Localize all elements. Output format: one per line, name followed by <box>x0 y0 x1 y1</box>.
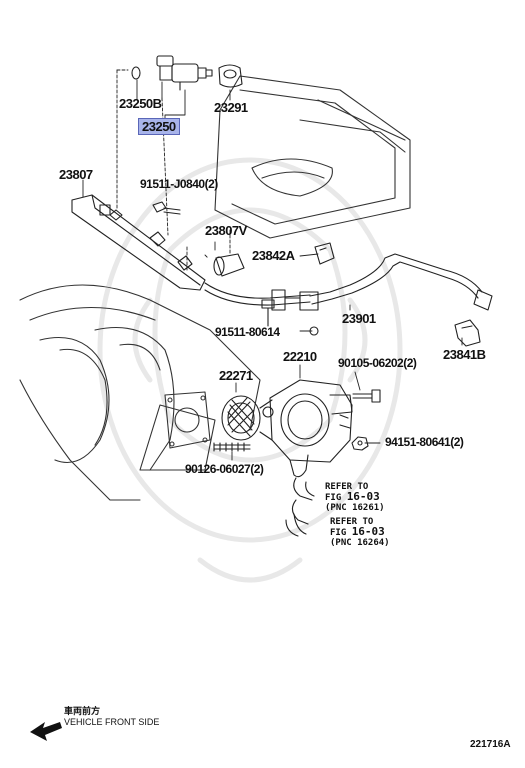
refer-line: REFER TO <box>325 482 369 492</box>
label-23842a[interactable]: 23842A <box>252 248 295 263</box>
front-arrow-icon <box>30 722 62 741</box>
refer-pnc: (PNC 16264) <box>330 538 390 548</box>
label-23250[interactable]: 23250 <box>138 118 180 135</box>
fuel-hose <box>271 253 493 311</box>
label-22210[interactable]: 22210 <box>283 349 317 364</box>
cylinder-head <box>214 75 411 239</box>
grommet <box>218 64 243 88</box>
label-23807[interactable]: 23807 <box>59 167 93 182</box>
refer-fig-number: 16-03 <box>351 525 385 538</box>
throttle-body <box>259 379 353 537</box>
fuel-injector <box>156 55 213 91</box>
front-label-jp: 車両前方 <box>64 706 101 716</box>
refer-pnc: (PNC 16261) <box>325 503 385 513</box>
gasket <box>221 395 261 441</box>
refer-fig: FIG <box>330 528 352 538</box>
clamp <box>314 242 335 265</box>
label-90126[interactable]: 90126-06027(2) <box>185 462 264 476</box>
stud-bolt <box>213 442 251 452</box>
intake-manifold <box>19 284 261 501</box>
diagram-code: 221716A <box>470 739 511 750</box>
refer-fig-number: 16-03 <box>346 490 380 503</box>
bolt-91511-80614 <box>261 299 319 336</box>
nut-94151 <box>351 436 369 451</box>
label-23807v[interactable]: 23807V <box>205 223 247 238</box>
cushion <box>213 253 245 277</box>
bolt-90105 <box>352 389 381 403</box>
refer-note-16261[interactable]: REFER TO FIG 16-03 (PNC 16261) <box>325 482 385 513</box>
label-23901[interactable]: 23901 <box>342 311 376 326</box>
fuel-delivery-pipe <box>71 194 311 306</box>
label-94151[interactable]: 94151-80641(2) <box>385 435 464 449</box>
label-23250b[interactable]: 23250B <box>119 96 162 111</box>
refer-note-16264[interactable]: REFER TO FIG 16-03 (PNC 16264) <box>330 517 390 548</box>
label-91511-80614[interactable]: 91511-80614 <box>215 325 280 339</box>
front-label-en: VEHICLE FRONT SIDE <box>64 717 160 727</box>
label-91511-j0840[interactable]: 91511-J0840(2) <box>140 177 218 191</box>
label-23291[interactable]: 23291 <box>214 100 248 115</box>
callout-lines <box>82 79 463 461</box>
label-22271[interactable]: 22271 <box>219 368 253 383</box>
label-90105[interactable]: 90105-06202(2) <box>338 356 417 370</box>
o-ring <box>131 66 141 80</box>
label-23841b[interactable]: 23841B <box>443 347 486 362</box>
clip <box>454 319 481 347</box>
refer-fig: FIG <box>325 493 347 503</box>
refer-line: REFER TO <box>330 517 374 527</box>
